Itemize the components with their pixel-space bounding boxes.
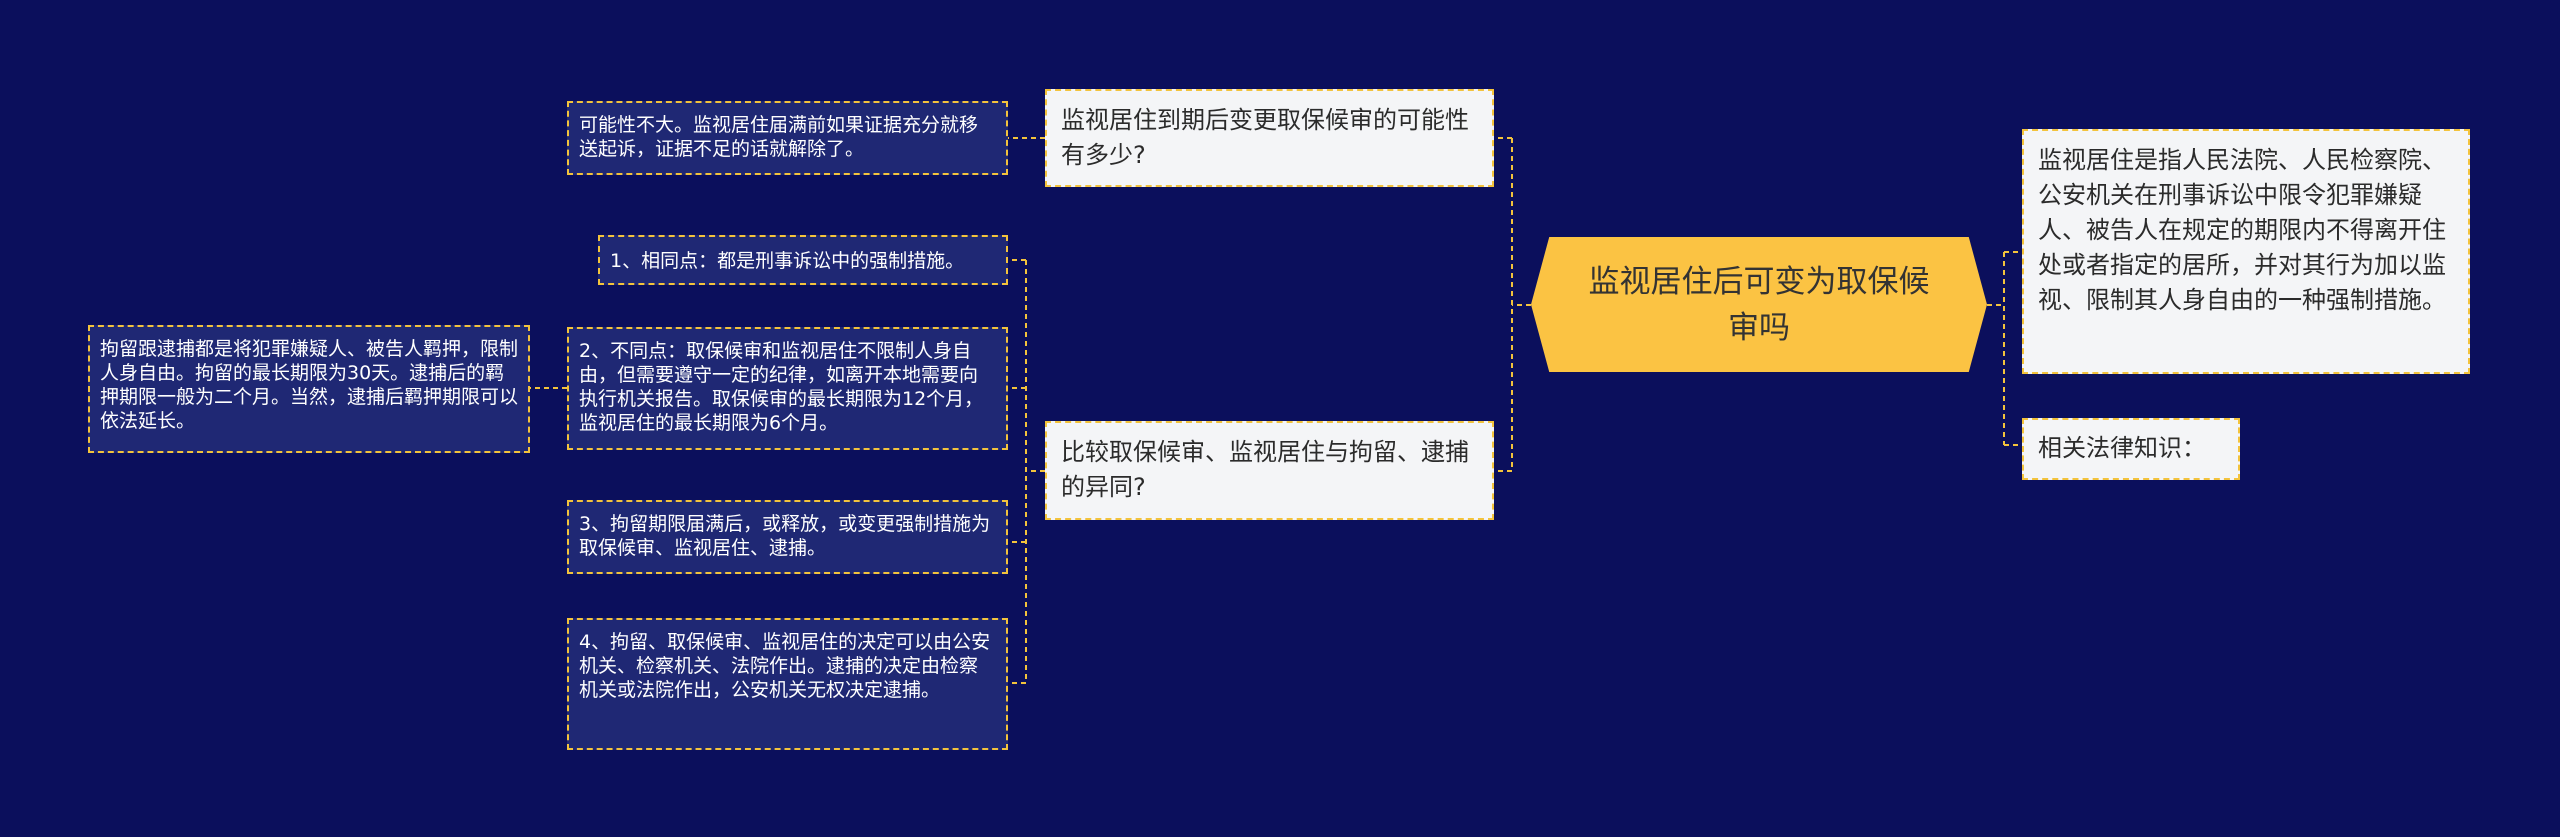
detail-difference[interactable]: 2、不同点：取保候审和监视居住不限制人身自由，但需要遵守一定的纪律，如离开本地需…: [567, 327, 1008, 450]
detail-text: 拘留跟逮捕都是将犯罪嫌疑人、被告人羁押，限制人身自由。拘留的最长期限为30天。逮…: [100, 338, 519, 432]
root-node[interactable]: 监视居住后可变为取保候审吗: [1531, 237, 1987, 372]
detail-detention-expiry[interactable]: 3、拘留期限届满后，或释放，或变更强制措施为取保候审、监视居住、逮捕。: [567, 500, 1008, 574]
detail-text: 3、拘留期限届满后，或释放，或变更强制措施为取保候审、监视居住、逮捕。: [579, 513, 991, 559]
detail-similarity[interactable]: 1、相同点：都是刑事诉讼中的强制措施。: [598, 235, 1008, 285]
detail-text: 4、拘留、取保候审、监视居住的决定可以由公安机关、检察机关、法院作出。逮捕的决定…: [579, 631, 991, 701]
root-title: 监视居住后可变为取保候审吗: [1588, 263, 1930, 346]
detail-possibility-answer[interactable]: 可能性不大。监视居住届满前如果证据充分就移送起诉，证据不足的话就解除了。: [567, 101, 1008, 175]
topic-comparison[interactable]: 比较取保候审、监视居住与拘留、逮捕的异同?: [1045, 421, 1494, 520]
topic-label: 监视居住到期后变更取保候审的可能性有多少?: [1061, 106, 1469, 169]
detail-decision-authority[interactable]: 4、拘留、取保候审、监视居住的决定可以由公安机关、检察机关、法院作出。逮捕的决定…: [567, 618, 1008, 750]
topic-related-law[interactable]: 相关法律知识：: [2022, 418, 2240, 480]
topic-label: 相关法律知识：: [2038, 434, 2206, 462]
detail-text: 2、不同点：取保候审和监视居住不限制人身自由，但需要遵守一定的纪律，如离开本地需…: [579, 340, 984, 434]
topic-label: 监视居住是指人民法院、人民检察院、公安机关在刑事诉讼中限令犯罪嫌疑人、被告人在规…: [2038, 146, 2446, 314]
connector-topic2-children: [1008, 259, 1045, 684]
topic-label: 比较取保候审、监视居住与拘留、逮捕的异同?: [1061, 438, 1469, 501]
detail-text: 1、相同点：都是刑事诉讼中的强制措施。: [610, 250, 965, 272]
connector-root-left: [1494, 137, 1531, 472]
detail-text: 可能性不大。监视居住届满前如果证据充分就移送起诉，证据不足的话就解除了。: [579, 114, 979, 160]
detail-detention-arrest[interactable]: 拘留跟逮捕都是将犯罪嫌疑人、被告人羁押，限制人身自由。拘留的最长期限为30天。逮…: [88, 325, 530, 453]
topic-duration-possibility[interactable]: 监视居住到期后变更取保候审的可能性有多少?: [1045, 89, 1494, 187]
connector-root-right: [1987, 251, 2022, 446]
topic-definition[interactable]: 监视居住是指人民法院、人民检察院、公安机关在刑事诉讼中限令犯罪嫌疑人、被告人在规…: [2022, 129, 2470, 374]
